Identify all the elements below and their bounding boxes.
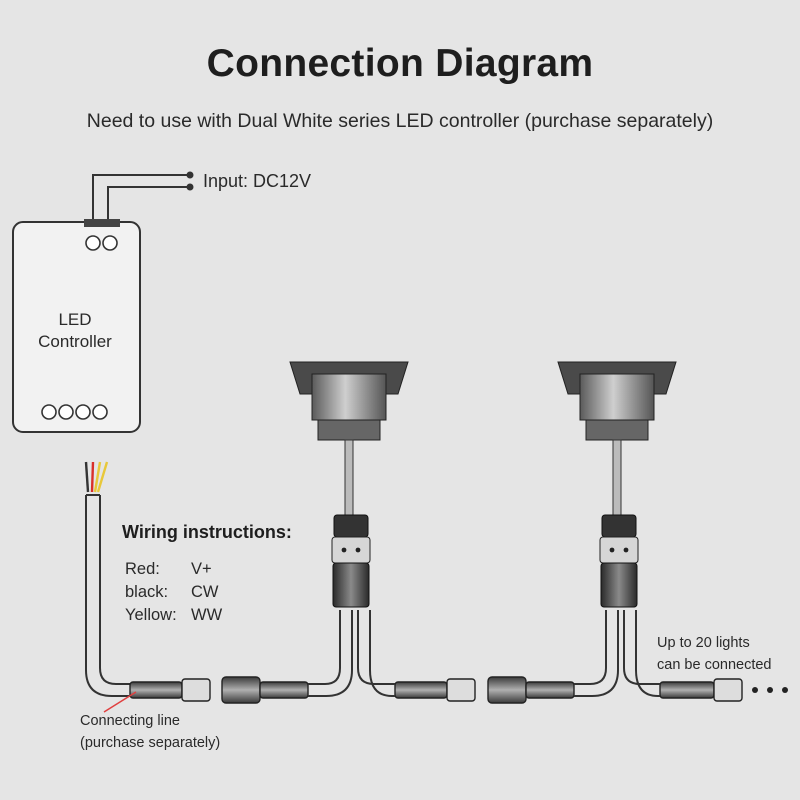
connecting-line-label: Connecting line (purchase separately) (80, 710, 220, 754)
led-controller-box (12, 219, 141, 433)
continuation-dots (752, 687, 788, 693)
downlight-1 (289, 361, 409, 608)
wire-color-label: Yellow: (125, 606, 177, 624)
wiring-row-red: Red: V+ (125, 560, 212, 579)
connecting-cable (85, 494, 130, 697)
diagram-subtitle: Need to use with Dual White series LED c… (86, 110, 714, 132)
downlight-2 (557, 361, 677, 608)
wire-color-label: Red: (125, 560, 160, 578)
input-voltage-label: Input: DC12V (203, 171, 312, 191)
controller-label-line2: Controller (38, 332, 112, 351)
max-lights-note-line1: Up to 20 lights (657, 635, 750, 651)
wire-signal-label: CW (191, 583, 219, 601)
wire-signal-label: V+ (191, 560, 212, 578)
diagram-title: Connection Diagram (206, 42, 594, 85)
input-wires (92, 171, 194, 224)
wire-signal-label: WW (191, 606, 223, 624)
controller-label: LED Controller (20, 309, 130, 353)
controller-label-line1: LED (58, 310, 92, 329)
cable-connectors (129, 676, 743, 704)
wiring-row-yellow: Yellow: WW (125, 606, 222, 625)
connecting-line-label-line1: Connecting line (80, 713, 180, 729)
wiring-instructions-title: Wiring instructions: (122, 522, 292, 542)
max-lights-note: Up to 20 lights can be connected (657, 632, 771, 676)
wire-color-label: black: (125, 583, 169, 601)
connecting-line-pointer (103, 691, 137, 713)
max-lights-note-line2: can be connected (657, 657, 772, 673)
output-wires (84, 461, 109, 493)
wiring-row-black: black: CW (125, 583, 219, 602)
connecting-line-label-line2: (purchase separately) (80, 735, 221, 751)
bus-cables (308, 610, 660, 697)
